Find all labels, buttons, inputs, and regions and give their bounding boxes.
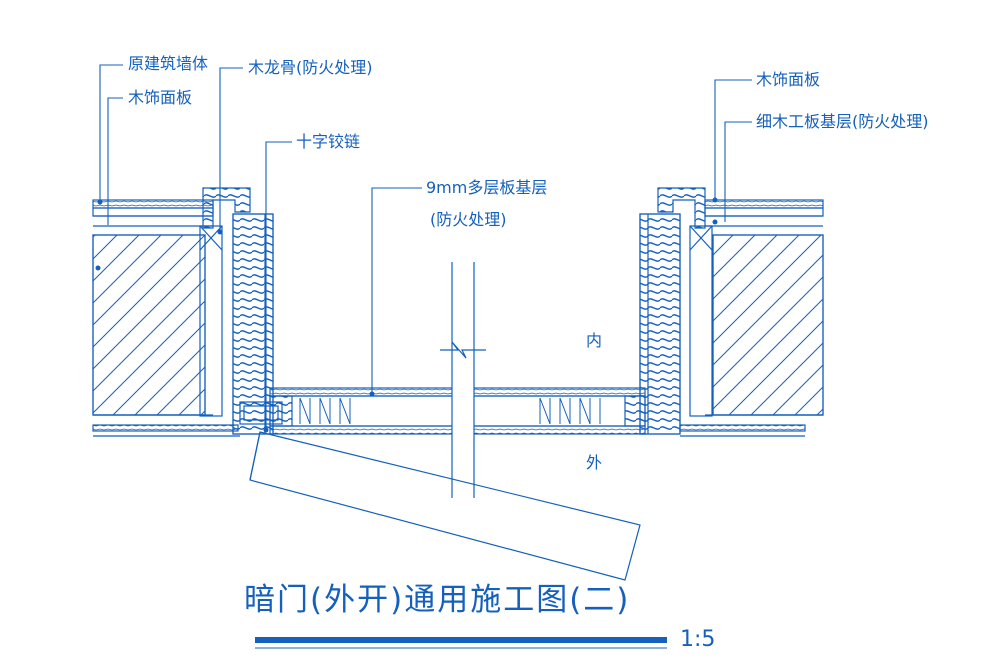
scale-bar — [255, 637, 667, 643]
label-cross-hinge: 十字铰链 — [296, 132, 361, 151]
right-door-frame — [639, 213, 681, 435]
door-leaf — [249, 262, 646, 581]
label-wood-panel-right: 木饰面板 — [756, 70, 821, 89]
left-bottom-veneer — [92, 424, 239, 432]
door-swing-outline — [249, 431, 641, 581]
leader-lines — [99, 64, 752, 430]
label-blockboard-base: 细木工板基层(防火处理) — [756, 112, 929, 131]
right-wood-keel — [689, 225, 713, 417]
left-wall-hatch — [92, 234, 206, 416]
label-original-wall: 原建筑墙体 — [128, 54, 209, 73]
right-wall-hatch — [712, 234, 824, 416]
label-outside: 外 — [586, 453, 603, 472]
left-top-veneer — [92, 199, 214, 209]
label-inside: 内 — [586, 331, 603, 350]
drawing-scale: 1:5 — [680, 627, 716, 652]
left-door-frame — [232, 213, 274, 435]
leader-dots — [95, 197, 718, 433]
label-wood-panel-left: 木饰面板 — [128, 88, 193, 107]
label-plywood-base-line1: 9mm多层板基层 — [426, 178, 548, 197]
label-plywood-base-line2: (防火处理) — [430, 210, 507, 229]
drawing-title: 暗门(外开)通用施工图(二) — [244, 582, 631, 618]
right-wall — [639, 187, 824, 437]
label-wood-keel: 木龙骨(防火处理) — [248, 58, 373, 77]
left-wall — [92, 187, 283, 437]
